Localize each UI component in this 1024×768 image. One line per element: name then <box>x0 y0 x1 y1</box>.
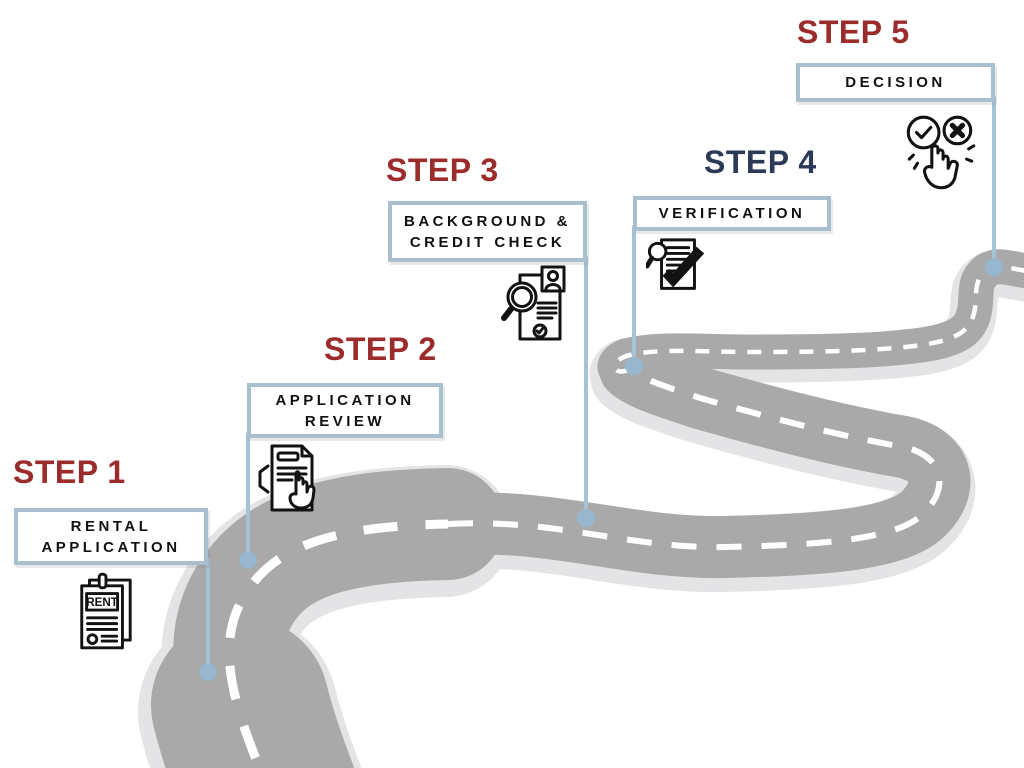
magnifier-id-check-icon <box>500 265 568 347</box>
step-3-label-line-2: CREDIT CHECK <box>409 233 566 251</box>
step-1-title: STEP 1 <box>13 454 126 490</box>
step-5-label-box: DECISION <box>796 63 995 102</box>
step-3-title: STEP 3 <box>386 152 499 188</box>
step-5-label-line-1: DECISION <box>845 74 946 91</box>
step-2-label-line-1: APPLICATION <box>275 391 415 409</box>
connectors <box>199 96 1003 681</box>
document-review-click-icon <box>258 440 322 516</box>
step-4-label-line-1: VERIFICATION <box>658 205 806 222</box>
step-1-label-box: RENTAL APPLICATION <box>14 508 208 565</box>
step-2-title: STEP 2 <box>324 331 437 367</box>
step-3-label-line-1: BACKGROUND & <box>404 212 571 230</box>
milestone-dot-5 <box>985 258 1003 276</box>
milestone-dot-2 <box>239 551 257 569</box>
milestone-dot-4 <box>625 357 643 375</box>
milestone-dot-1 <box>199 663 217 681</box>
step-4-label-box: VERIFICATION <box>633 196 831 231</box>
step-1-label-line-1: RENTAL <box>70 517 152 535</box>
step-2-label-line-2: REVIEW <box>304 412 386 430</box>
milestone-dot-3 <box>577 509 595 527</box>
road-centerline <box>224 264 1024 768</box>
rent-icon-text: RENT <box>86 596 118 609</box>
approve-reject-choice-icon <box>901 110 979 198</box>
document-verified-icon <box>644 236 710 300</box>
step-2-label-box: APPLICATION REVIEW <box>247 383 443 438</box>
step-5-title: STEP 5 <box>797 14 910 50</box>
step-4-title: STEP 4 <box>704 144 817 180</box>
step-1-label-line-2: APPLICATION <box>41 538 181 556</box>
rent-document-icon: RENT <box>74 572 136 652</box>
step-3-label-box: BACKGROUND & CREDIT CHECK <box>388 201 587 262</box>
